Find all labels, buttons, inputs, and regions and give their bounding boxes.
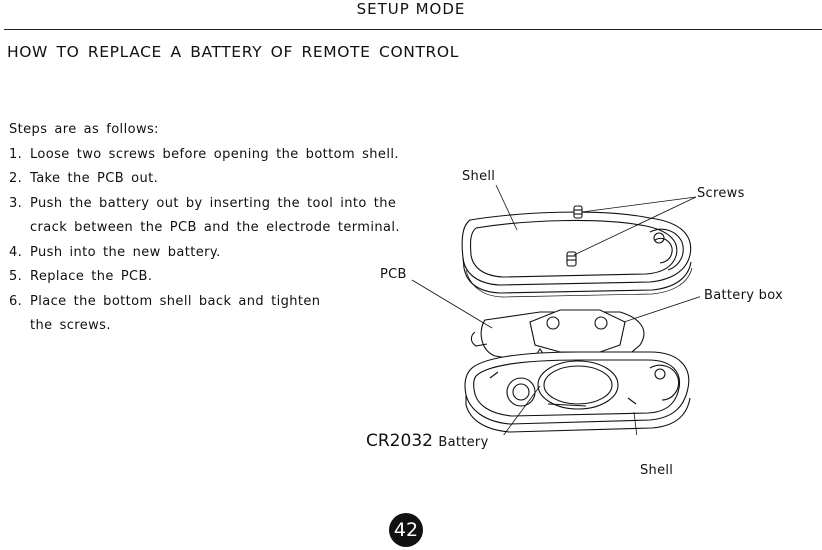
page-number-badge: 42 bbox=[389, 513, 423, 547]
steps-intro: Steps are as follows: bbox=[9, 122, 159, 137]
step-number: 6. bbox=[9, 293, 23, 309]
step-item: 2. Take the PCB out. bbox=[9, 167, 439, 192]
step-number: 3. bbox=[9, 195, 23, 211]
label-shell-bottom: Shell bbox=[640, 463, 674, 478]
step-text: Replace the PCB. bbox=[30, 269, 153, 284]
step-item: 1. Loose two screws before opening the b… bbox=[9, 143, 439, 168]
bottom-shell-drawing bbox=[464, 351, 691, 433]
pcb-drawing bbox=[470, 309, 645, 361]
step-text: Place the bottom shell back and tighten … bbox=[30, 293, 321, 334]
header-divider bbox=[4, 29, 822, 30]
step-item: 3. Push the battery out by inserting the… bbox=[9, 192, 439, 241]
step-number: 5. bbox=[9, 269, 23, 284]
step-text: Push into the new battery. bbox=[30, 244, 221, 260]
step-item: 5. Replace the PCB. bbox=[9, 265, 439, 290]
battery-model: CR2032 bbox=[366, 431, 433, 451]
step-item: 6. Place the bottom shell back and tight… bbox=[9, 290, 349, 339]
step-text: Push the battery out by inserting the to… bbox=[30, 195, 400, 236]
step-number: 4. bbox=[9, 244, 23, 260]
screws-drawing bbox=[566, 205, 583, 267]
label-battery-box: Battery box bbox=[704, 288, 784, 303]
battery-word: Battery bbox=[438, 435, 489, 450]
label-shell-top: Shell bbox=[462, 169, 496, 184]
step-text: Take the PCB out. bbox=[30, 171, 159, 186]
remote-exploded-diagram bbox=[411, 184, 700, 435]
step-item: 4. Push into the new battery. bbox=[9, 241, 439, 266]
section-title: HOW TO REPLACE A BATTERY OF REMOTE CONTR… bbox=[7, 43, 459, 61]
callout-leader-lines bbox=[411, 184, 700, 435]
label-pcb: PCB bbox=[380, 267, 407, 282]
step-text: Loose two screws before opening the bott… bbox=[30, 146, 399, 162]
label-battery: CR2032 Battery bbox=[366, 431, 489, 451]
top-shell-drawing bbox=[461, 211, 693, 298]
step-number: 2. bbox=[9, 171, 23, 186]
steps-list: Steps are as follows: 1. Loose two screw… bbox=[9, 118, 439, 339]
label-screws: Screws bbox=[697, 186, 745, 201]
step-number: 1. bbox=[9, 146, 23, 162]
page-header-title: SETUP MODE bbox=[356, 0, 466, 18]
